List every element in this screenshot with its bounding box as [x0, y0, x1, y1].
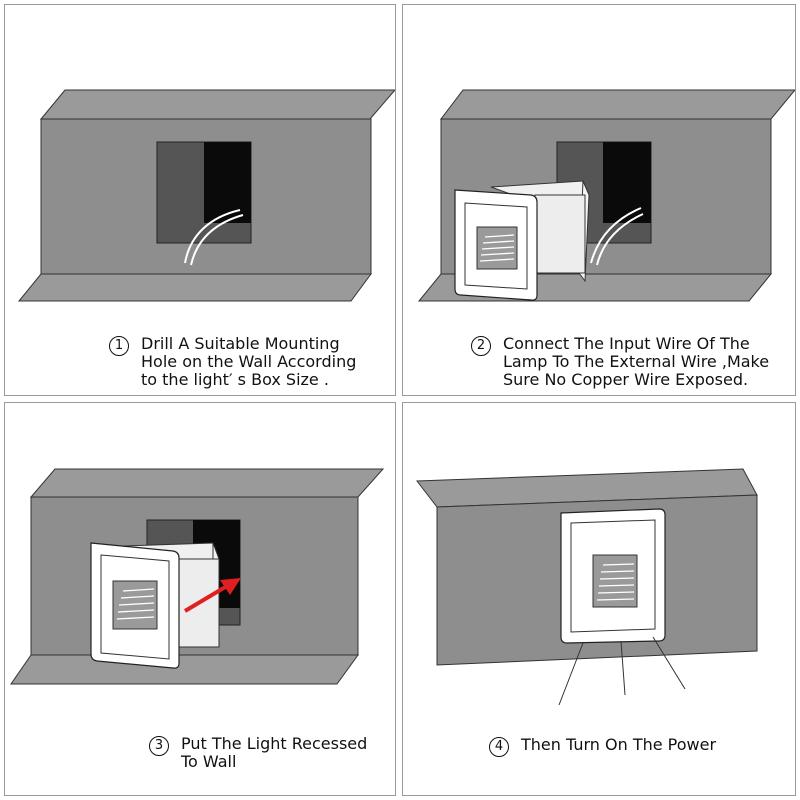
step-1-caption: 1 Drill A Suitable Mounting Hole on the …	[109, 335, 356, 389]
caption-line: Connect The Input Wire Of The	[503, 334, 750, 353]
light-faceplate	[454, 189, 538, 301]
caption-line: Then Turn On The Power	[521, 735, 717, 754]
step-number-badge: 4	[489, 737, 509, 757]
light-faceplate	[560, 508, 666, 644]
step-3-panel: 3 Put The Light Recessed To Wall	[4, 402, 396, 796]
caption-line: Put The Light Recessed	[181, 734, 368, 753]
step-1-panel: 1 Drill A Suitable Mounting Hole on the …	[4, 4, 396, 396]
red-arrow-icon	[183, 578, 241, 613]
step-number-badge: 2	[471, 336, 491, 356]
caption-line: Sure No Copper Wire Exposed.	[503, 370, 749, 389]
step-4-caption: 4 Then Turn On The Power	[489, 736, 716, 757]
installed-light-illustration	[416, 468, 758, 706]
caption-line: to the light′ s Box Size .	[141, 370, 329, 389]
wall-with-hole-illustration	[17, 89, 395, 302]
light-recessing-illustration	[10, 468, 385, 685]
step-number-badge: 3	[149, 736, 169, 756]
wall-with-light-wired-illustration	[417, 89, 795, 302]
step-number-badge: 1	[109, 336, 129, 356]
step-2-panel: 2 Connect The Input Wire Of The Lamp To …	[402, 4, 796, 396]
caption-line: Lamp To The External Wire ,Make	[503, 352, 770, 371]
step-3-caption: 3 Put The Light Recessed To Wall	[149, 735, 367, 771]
caption-line: Hole on the Wall According	[141, 352, 357, 371]
light-faceplate	[90, 542, 180, 669]
caption-line: Drill A Suitable Mounting	[141, 334, 340, 353]
step-4-panel: 4 Then Turn On The Power	[402, 402, 796, 796]
step-2-caption: 2 Connect The Input Wire Of The Lamp To …	[471, 335, 769, 389]
caption-line: To Wall	[181, 752, 237, 771]
